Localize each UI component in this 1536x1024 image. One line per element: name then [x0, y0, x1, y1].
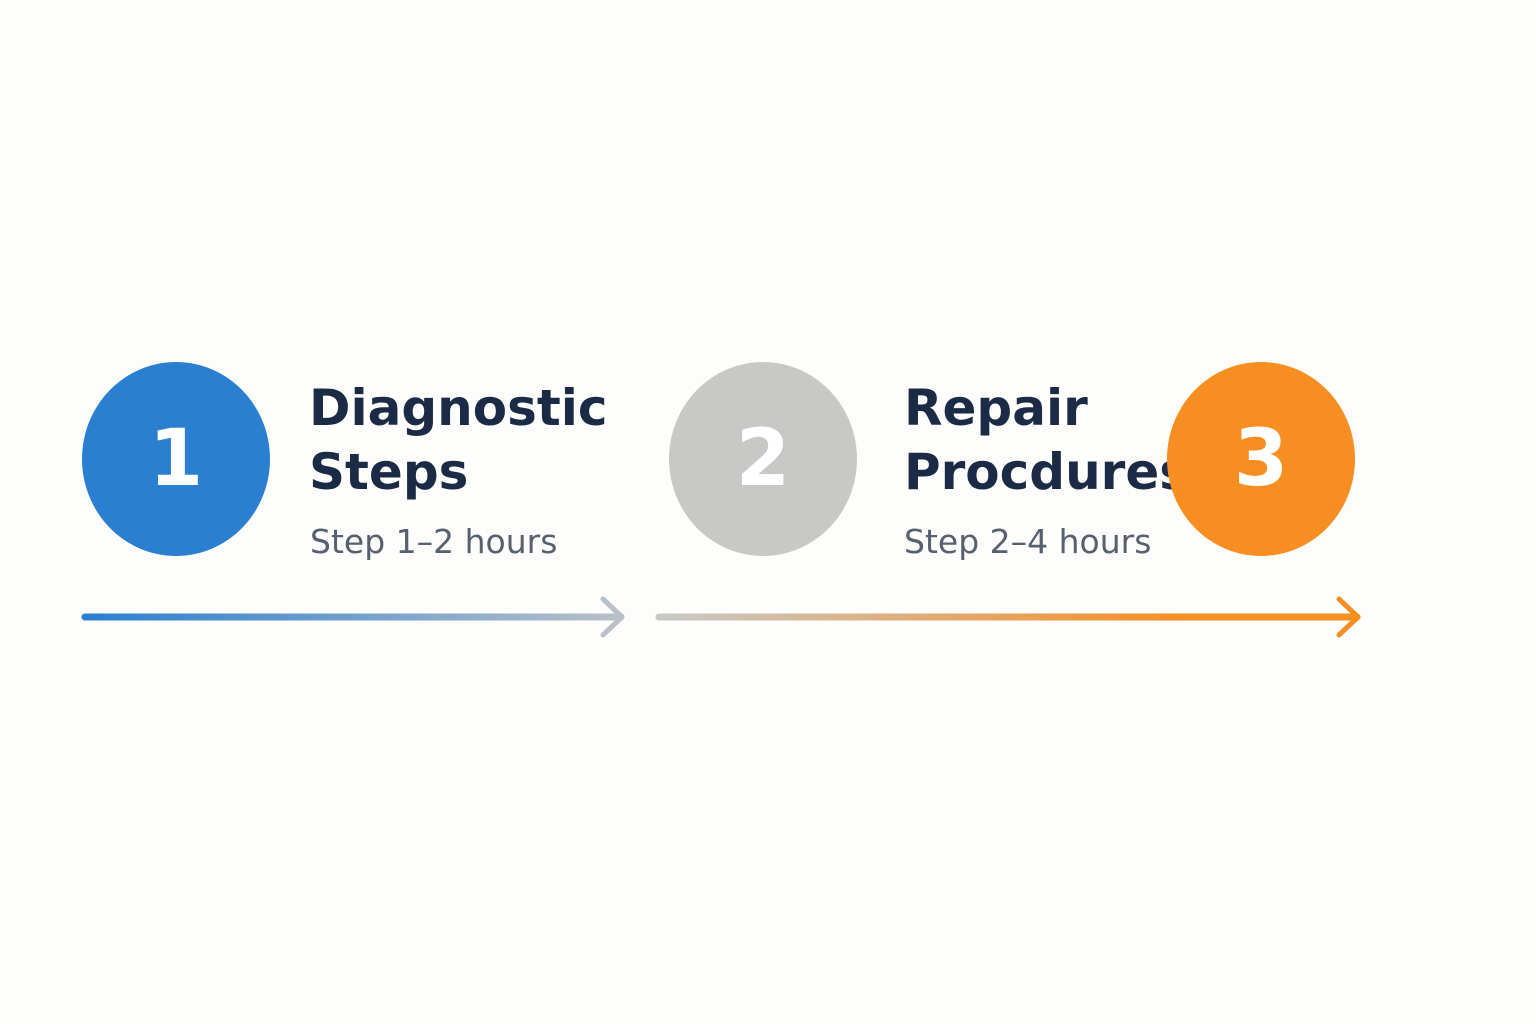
step-1-number: 1: [148, 414, 204, 504]
step-2-number: 2: [735, 414, 791, 504]
step-2-circle: 2: [669, 362, 857, 556]
step-1-title-line-1: Diagnostic: [309, 379, 608, 437]
step-3-circle: 3: [1167, 362, 1355, 556]
arrow-right-icon: [81, 596, 625, 638]
step-1-title-line-2: Steps: [309, 443, 469, 501]
arrow-right-icon: [655, 596, 1361, 638]
step-2-title: Repair Procdures: [904, 376, 1189, 504]
step-1-title: Diagnostic Steps: [309, 376, 608, 504]
step-2-title-line-2: Procdures: [904, 443, 1190, 501]
step-2-title-line-1: Repair: [904, 379, 1088, 437]
step-2-duration: Step 2–4 hours: [904, 522, 1152, 561]
step-3-number: 3: [1233, 414, 1289, 504]
step-1-duration: Step 1–2 hours: [310, 522, 558, 561]
step-1-circle: 1: [82, 362, 270, 556]
